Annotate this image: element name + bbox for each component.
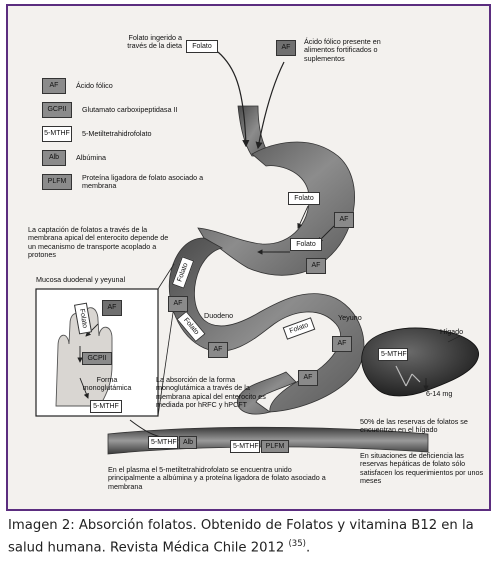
diet-folato-tag: Folato xyxy=(186,40,218,53)
yeyuno-label: Yeyuno xyxy=(338,314,362,322)
vessel-5mthf-1: 5-MTHF xyxy=(148,436,178,449)
legend-item-5mthf: 5-MTHF 5-Metiltetrahidrofolato xyxy=(42,126,242,142)
fortified-af-tag: AF xyxy=(276,40,296,56)
intestine-af-c: AF xyxy=(332,336,352,352)
legend-item-gcpii: GCPII Glutamato carboxipeptidasa II xyxy=(42,102,242,118)
intestine-af-d: AF xyxy=(298,370,318,386)
legend-item-af: AF Ácido fólico xyxy=(42,78,242,94)
legend-text-5mthf: 5-Metiltetrahidrofolato xyxy=(82,130,152,138)
liver-amount: 6-14 mg xyxy=(426,390,452,398)
stomach-af-1: AF xyxy=(334,212,354,228)
stomach-af-2: AF xyxy=(306,258,326,274)
diet-label: Folato ingerido a través de la dieta xyxy=(108,34,182,51)
stomach-folato-2: Folato xyxy=(290,238,322,251)
mucosa-title: Mucosa duodenal y yeyunal xyxy=(36,276,176,284)
vessel-alb: Alb xyxy=(179,436,197,449)
villus-forma-label: Forma monoglutámica xyxy=(72,376,142,393)
liver-reserve-label: 50% de las reservas de folatos se encuen… xyxy=(360,418,484,435)
liver-title: Hígado xyxy=(440,328,463,336)
legend-swatch-gcpii: GCPII xyxy=(42,102,72,118)
vessel-5mthf-2: 5-MTHF xyxy=(230,440,260,453)
caption-reference: (35) xyxy=(288,539,305,549)
caption-text: Imagen 2: Absorción folatos. Obtenido de… xyxy=(8,518,474,555)
villus-5mthf-tag: 5-MTHF xyxy=(90,400,122,413)
fortified-arrow xyxy=(258,62,284,148)
legend-swatch-5mthf: 5-MTHF xyxy=(42,126,72,142)
legend-text-af: Ácido fólico xyxy=(76,82,113,90)
liver-5mthf-tag: 5-MTHF xyxy=(378,348,408,361)
stomach-folato-1: Folato xyxy=(288,192,320,205)
intestine-af-b: AF xyxy=(208,342,228,358)
duodeno-label: Duodeno xyxy=(204,312,233,320)
villus-gcpii-tag: GCPII xyxy=(82,352,112,365)
caption-period: . xyxy=(306,540,310,555)
legend-item-alb: Alb Albúmina xyxy=(42,150,242,166)
villus-af-tag: AF xyxy=(102,300,122,316)
intestine-af-a: AF xyxy=(168,296,188,312)
diagram-frame: Folato ingerido a través de la dieta Fol… xyxy=(6,4,491,511)
vessel-plfm: PLFM xyxy=(261,440,289,453)
legend-item-plfm: PLFM Proteína ligadora de folato asociad… xyxy=(42,174,242,194)
legend-swatch-alb: Alb xyxy=(42,150,66,166)
liver xyxy=(362,328,479,396)
legend-text-gcpii: Glutamato carboxipeptidasa II xyxy=(82,106,178,114)
proton-transport-label: La captación de folatos a través de la m… xyxy=(28,226,178,260)
legend-swatch-af: AF xyxy=(42,78,66,94)
monoglutamate-absorption-label: La absorción de la forma monoglutámica a… xyxy=(156,376,266,410)
plasma-label: En el plasma el 5-metiltetrahidrofolato … xyxy=(108,466,328,491)
liver-deficiency-label: En situaciones de deficiencia las reserv… xyxy=(360,452,484,486)
figure-caption: Imagen 2: Absorción folatos. Obtenido de… xyxy=(8,517,493,557)
fortified-label: Ácido fólico presente en alimentos forti… xyxy=(304,38,410,63)
legend-swatch-plfm: PLFM xyxy=(42,174,72,190)
legend-text-plfm: Proteína ligadora de folato asociado a m… xyxy=(82,174,222,190)
legend-text-alb: Albúmina xyxy=(76,154,106,162)
